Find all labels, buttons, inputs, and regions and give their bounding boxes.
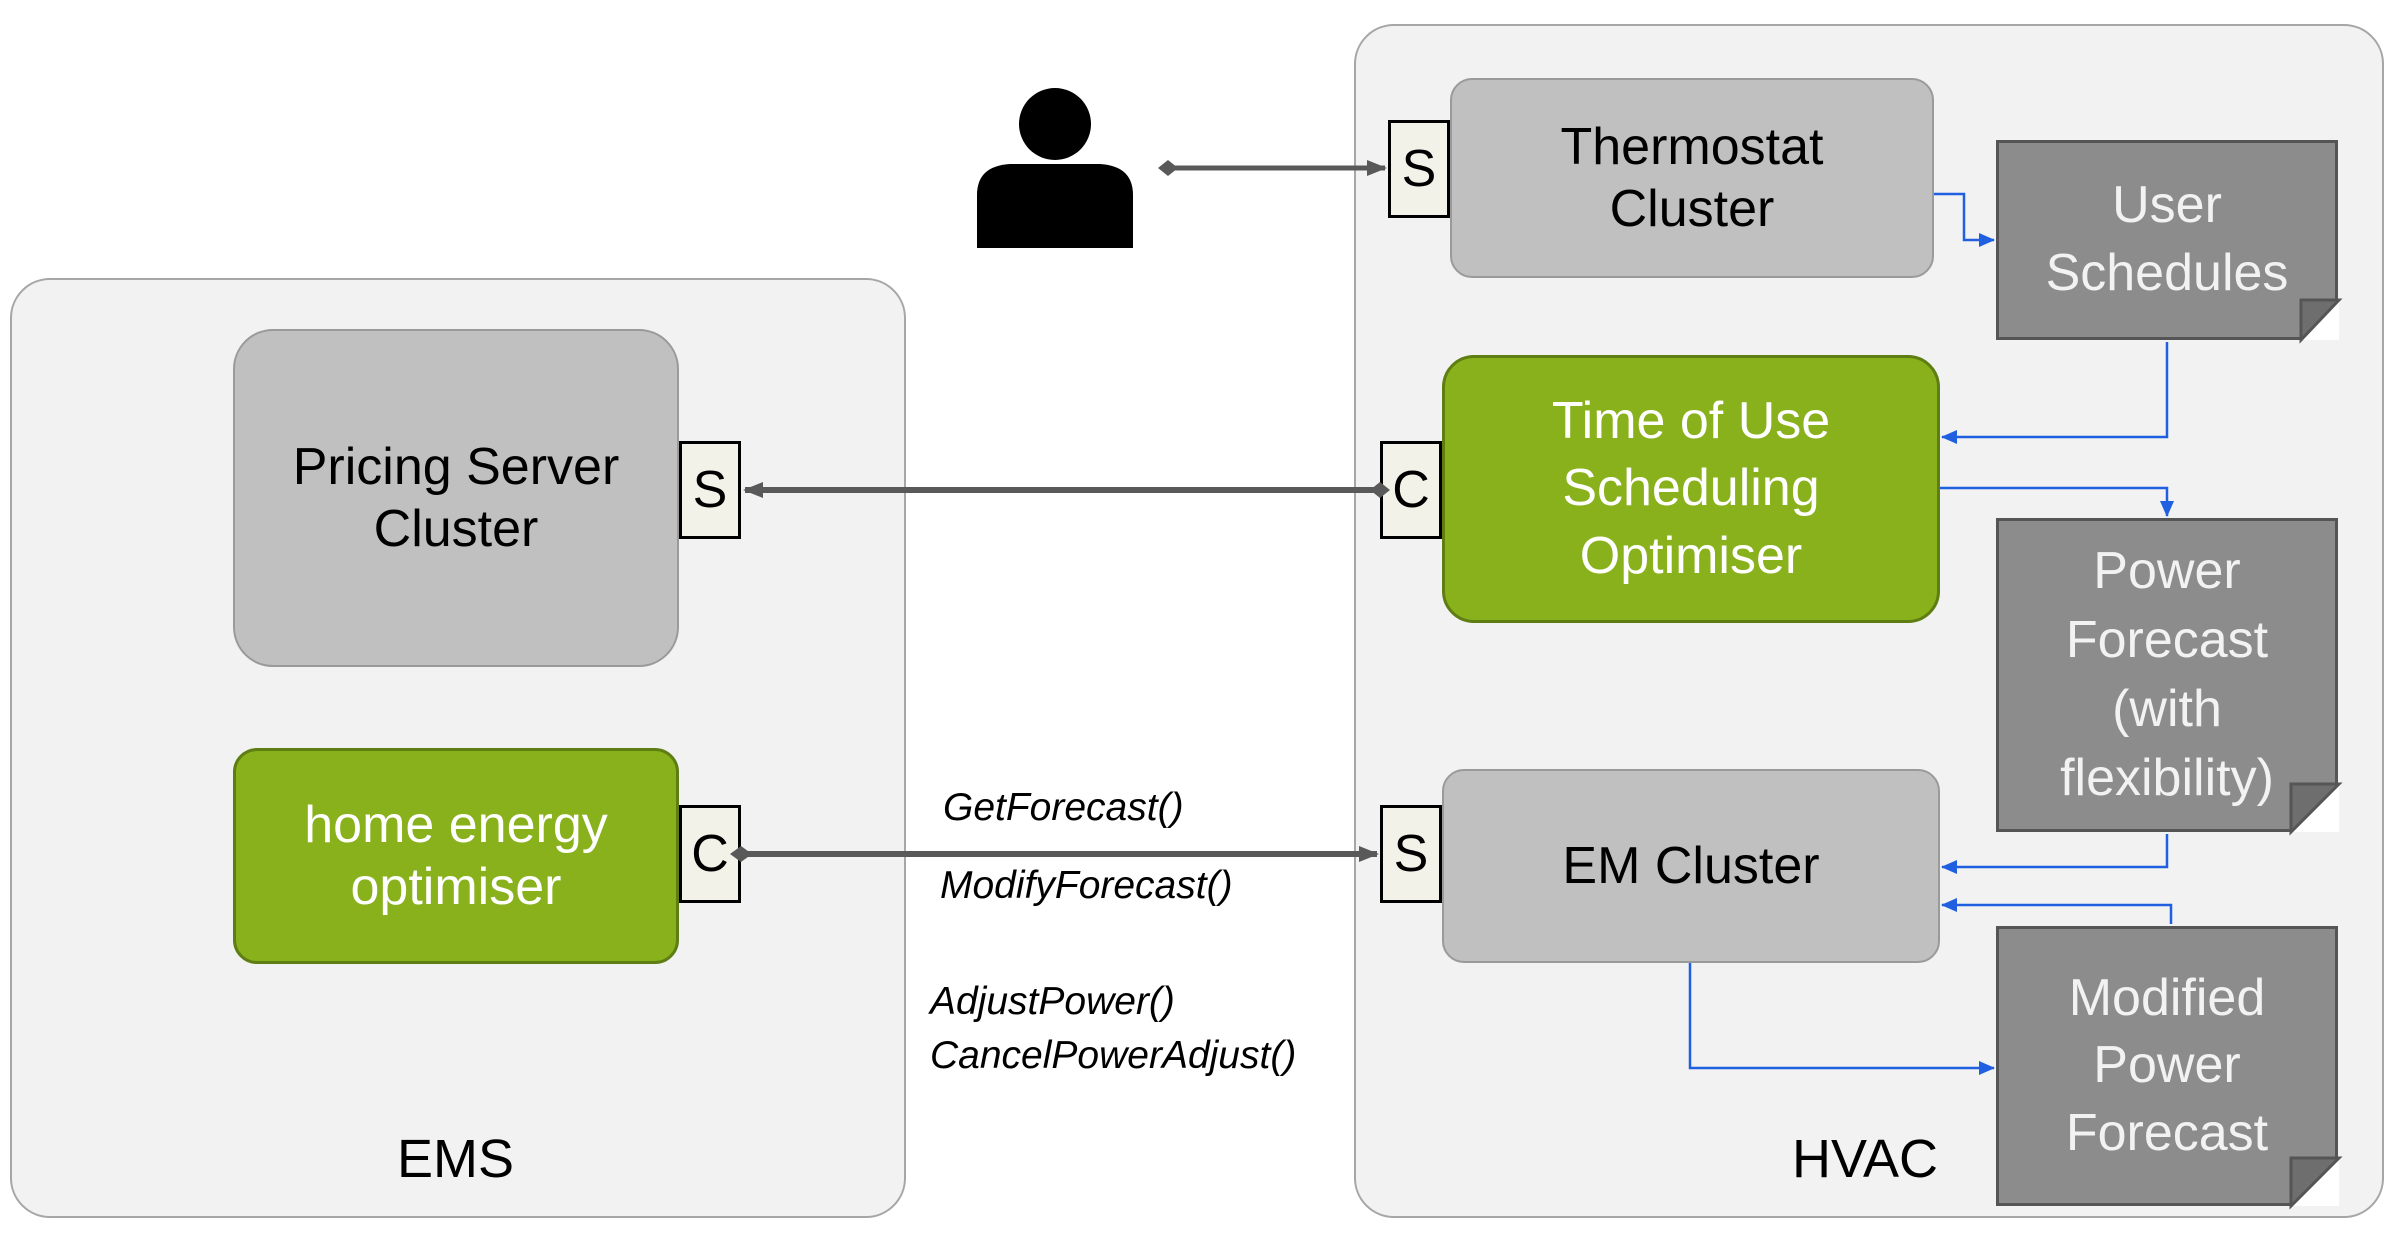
pricing-server-port: S <box>679 441 741 539</box>
person-icon <box>977 88 1133 248</box>
pricing-server-cluster: Pricing Server Cluster <box>233 329 679 667</box>
ems-label: EMS <box>397 1129 515 1189</box>
method-adjust-power: AdjustPower() <box>930 980 1175 1023</box>
em-cluster: EM Cluster <box>1442 769 1940 963</box>
hvac-label: HVAC <box>1792 1129 1939 1189</box>
user-schedules-text: User Schedules <box>2045 176 2289 302</box>
thermostat-cluster: Thermostat Cluster <box>1450 78 1934 278</box>
method-modify-forecast: ModifyForecast() <box>940 864 1233 907</box>
thermostat-port: S <box>1388 120 1450 218</box>
time-of-use-scheduling-optimiser: Time of Use Scheduling Optimiser <box>1442 355 1940 623</box>
em-cluster-port: S <box>1380 805 1442 903</box>
user-schedules-note: User Schedules <box>1996 140 2338 340</box>
home-energy-optimiser: home energy optimiser <box>233 748 679 964</box>
tou-optimiser-port: C <box>1380 441 1442 539</box>
power-forecast-note: Power Forecast (with flexibility) <box>1996 518 2338 832</box>
method-cancel-power-adjust: CancelPowerAdjust() <box>930 1034 1297 1077</box>
user-thermostat-connector <box>1158 160 1387 176</box>
modified-power-forecast-note: Modified Power Forecast <box>1996 926 2338 1206</box>
modified-power-forecast-text: Modified Power Forecast <box>2065 968 2269 1162</box>
power-forecast-text: Power Forecast (with flexibility) <box>2060 541 2274 808</box>
home-energy-optimiser-port: C <box>679 805 741 903</box>
method-get-forecast: GetForecast() <box>943 786 1184 829</box>
